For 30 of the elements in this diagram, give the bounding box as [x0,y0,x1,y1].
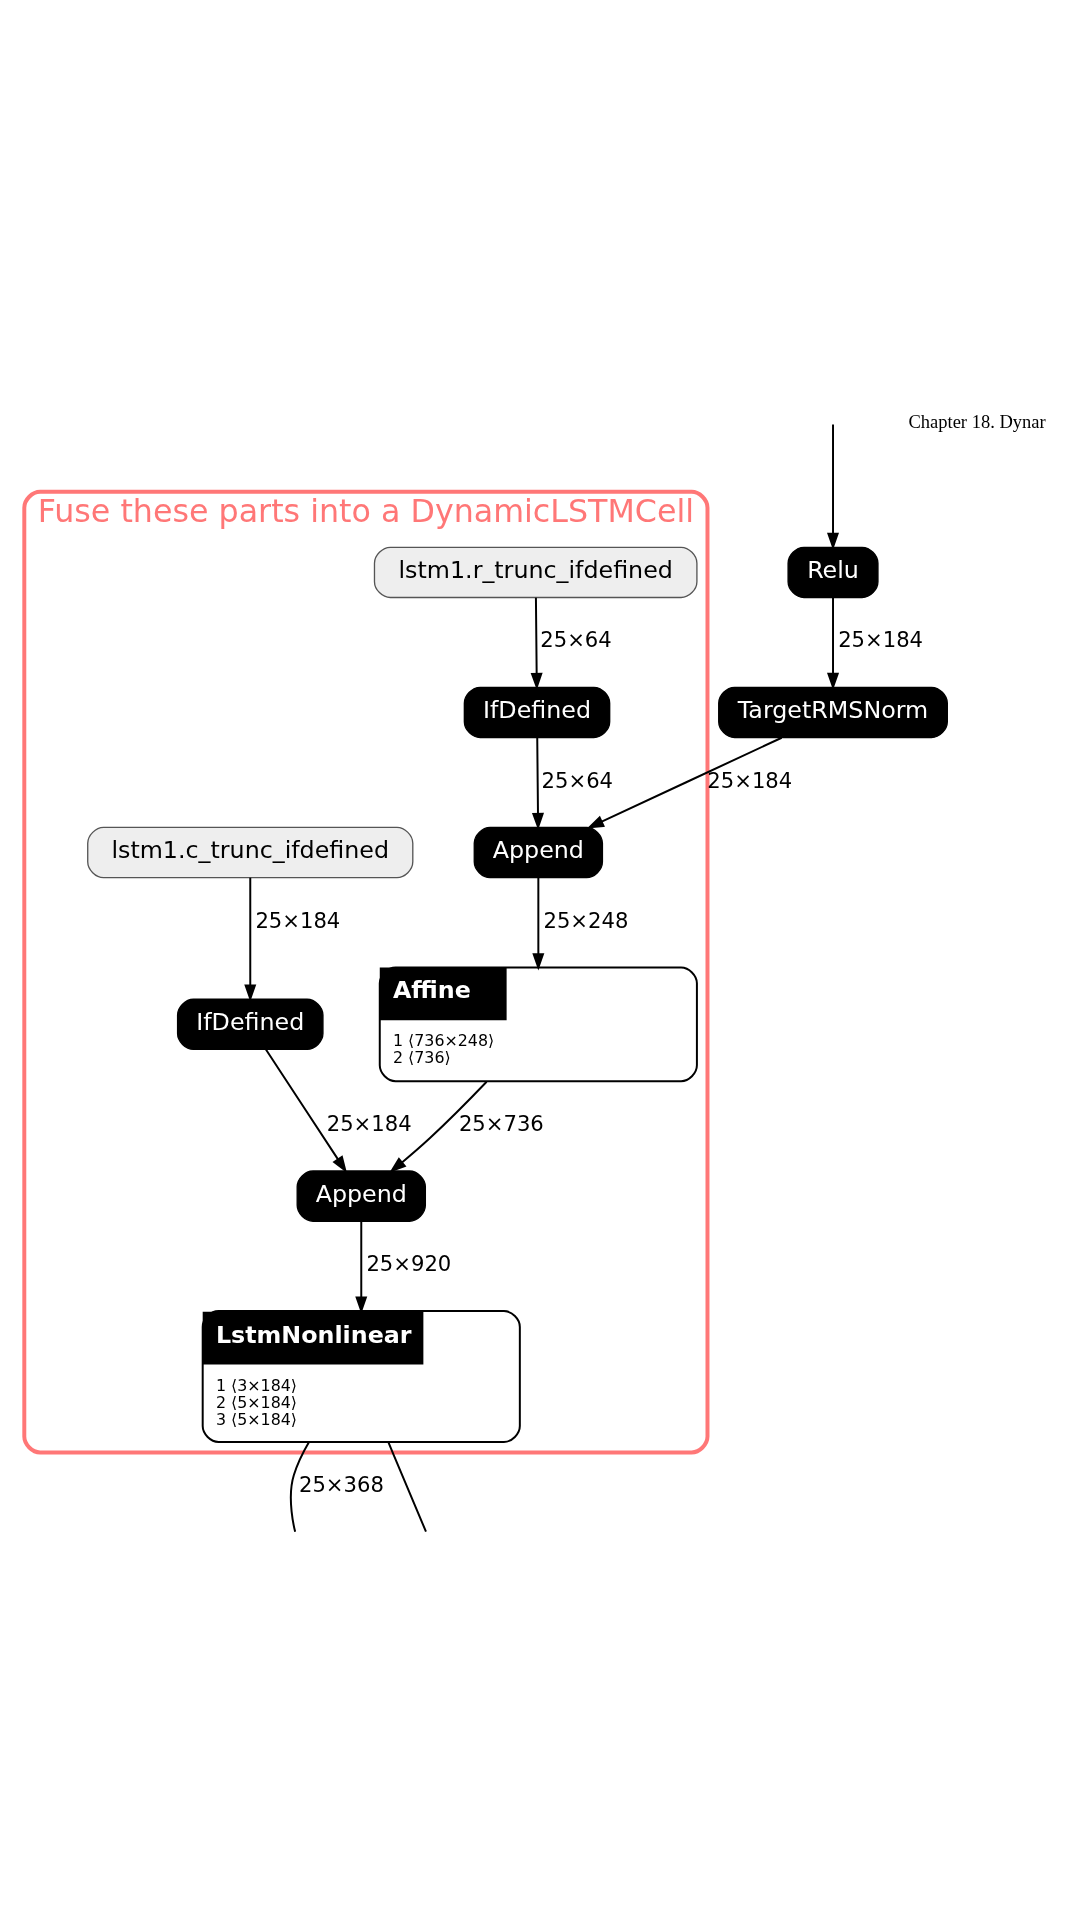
edge-label: 25×736 [458,1110,544,1136]
node-box: lstm1.c_trunc_ifdefined [87,826,414,878]
edge-label: 25×184 [255,907,341,933]
edge-label: 25×920 [366,1250,452,1276]
edge-label: 25×184 [707,767,793,793]
node-box: IfDefined [176,998,324,1050]
edge-label: 25×64 [540,626,612,652]
arrow [827,596,840,690]
node-box: Relu [787,546,879,598]
arrow [264,1048,347,1173]
label: Chapter 18. Dynar [908,411,1046,432]
node-box: lstm1.r_trunc_ifdefined [373,546,698,598]
connector [387,1440,427,1533]
arrow [389,1080,488,1173]
edge-label: 25×368 [298,1471,384,1497]
arrow [530,596,543,690]
edge-label: 25×248 [543,907,629,933]
node-box: Append [296,1169,427,1222]
edge-label: 25×184 [838,626,924,652]
edge-label: 25×184 [326,1110,412,1136]
node-box: TargetRMSNorm [718,686,948,738]
arrow [244,876,257,1002]
node-box: IfDefined [463,686,611,738]
node-box: Append [473,826,604,878]
edge-label: 25×64 [541,767,614,793]
arrow [532,876,545,970]
arrow [531,736,544,830]
arrow [586,736,783,829]
connector [289,1440,310,1533]
arrow [827,423,840,550]
